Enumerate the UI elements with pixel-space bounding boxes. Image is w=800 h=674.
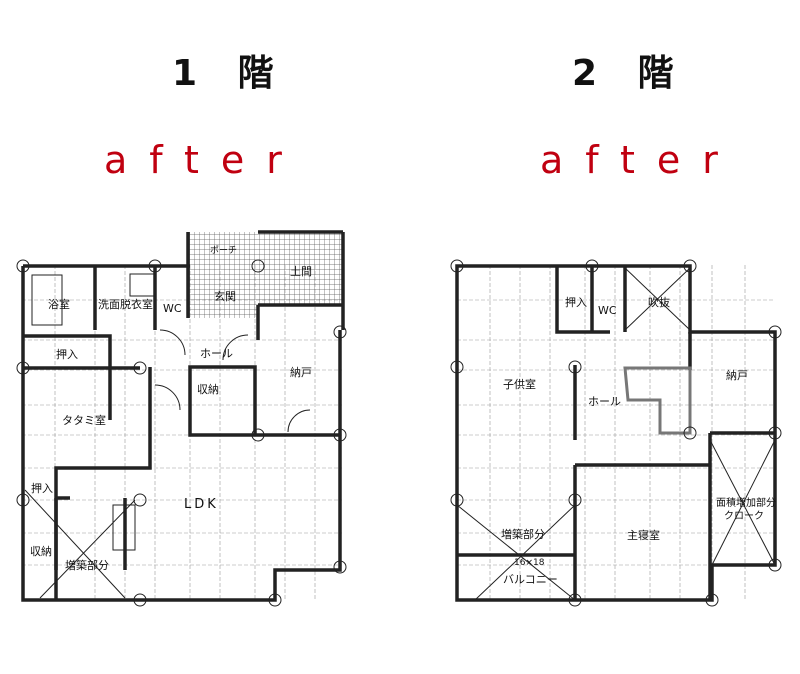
room-kids: 子供室 <box>503 378 536 391</box>
room-closet-2f: 押入 <box>565 296 587 309</box>
room-porch: ポーチ <box>210 246 238 256</box>
floor1-plan <box>16 230 347 607</box>
balcony-size: 16×18 <box>514 558 545 568</box>
doma-tile <box>258 232 342 304</box>
floor2-after-label: after <box>540 138 740 182</box>
room-bath: 浴室 <box>48 298 70 311</box>
column-markers-2f <box>450 259 782 607</box>
room-tatami: タタミ室 <box>62 414 106 427</box>
entrance-tile <box>188 232 258 318</box>
room-extension-2f: 増築部分 <box>501 528 545 541</box>
room-doma: 土間 <box>290 265 312 278</box>
room-closet-bottom: 押入 <box>31 482 53 495</box>
room-nando: 納戸 <box>290 366 312 379</box>
room-ldk: LDK <box>184 497 219 512</box>
room-wc-2f: WC <box>598 304 617 317</box>
room-area-increase: 面積増加部分 <box>716 498 776 509</box>
room-cloak: クローク <box>724 511 764 522</box>
floor2-plan <box>450 259 782 607</box>
room-nando-2f: 納戸 <box>726 369 748 382</box>
column-markers <box>16 259 347 607</box>
room-wc: WC <box>163 302 182 315</box>
room-master-bedroom: 主寝室 <box>627 529 660 542</box>
room-closet-top: 押入 <box>56 348 78 361</box>
room-hall-2f: ホール <box>588 395 621 408</box>
room-extension-1f: 増築部分 <box>65 559 109 572</box>
room-storage-stair: 収納 <box>197 383 219 396</box>
room-entrance: 玄関 <box>214 290 236 303</box>
room-washroom: 洗面脱衣室 <box>98 298 153 311</box>
room-void: 吹抜 <box>648 296 670 309</box>
floor2-title: 2 階 <box>572 53 688 94</box>
room-hall: ホール <box>200 347 233 360</box>
room-storage-bottom: 収納 <box>30 545 52 558</box>
room-balcony: バルコニー <box>503 573 558 586</box>
floor1-title: 1 階 <box>172 53 288 94</box>
floor1-after-label: after <box>104 138 304 182</box>
